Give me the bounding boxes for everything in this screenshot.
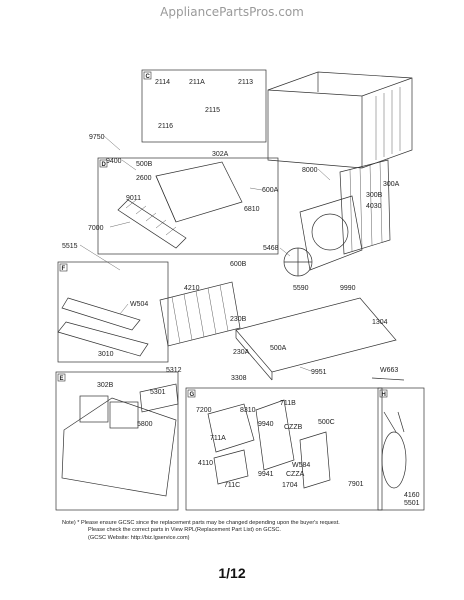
section-tags: C D F E G H [57,71,388,398]
part-label: 6810 [244,206,260,213]
section-f-box [57,261,169,363]
part-label: 7000 [88,225,104,232]
part-label: W584 [292,462,310,469]
part-label: 4030 [366,203,382,210]
part-label: 1704 [282,482,298,489]
part-label: 2600 [136,175,152,182]
part-label: 3010 [98,351,114,358]
part-label: 9951 [311,369,327,376]
part-label: 5501 [404,500,420,507]
part-label: 2116 [158,123,173,130]
section-tag-g: G [190,392,195,398]
part-label: 5312 [166,367,182,374]
part-label: 230A [233,349,250,356]
part-label: 5301 [150,389,166,396]
filter-part-lower [57,321,149,357]
part-label: 4210 [184,285,200,292]
part-label: 600A [262,187,279,194]
part-label: 2113 [238,79,253,86]
part-label: 211A [189,79,205,86]
part-label: 8310 [240,407,256,414]
section-h-box [377,387,425,511]
part-label: 2114 [155,79,170,86]
part-label: 5515 [62,243,78,250]
part-label: 711C [224,482,240,489]
part-label: 302A [212,151,229,158]
part-label: 500B [136,161,153,168]
replacement-note: Note) * Please ensure GCSC since the rep… [62,520,402,542]
part-label: 9941 [258,471,274,478]
part-label: 500C [318,419,335,426]
page-number: 1/12 [218,565,246,581]
capacitor-bracket [299,431,331,489]
section-e-box [55,371,179,511]
front-grille [61,397,177,497]
part-label: 8000 [302,167,318,174]
part-label: 7200 [196,407,212,414]
part-label: 300A [383,181,400,188]
section-tag-c: C [146,74,151,80]
part-label: 9750 [89,134,105,141]
part-label: 302B [97,382,114,389]
part-label: W663 [380,367,398,374]
section-c-box [141,69,267,143]
part-label: 5800 [137,421,153,428]
part-label: 2115 [205,107,220,114]
part-label: 9940 [258,421,274,428]
blower-wheel [117,199,187,249]
part-label: 7901 [348,481,364,488]
part-label: 9011 [126,195,141,202]
part-label: 5468 [263,245,279,252]
control-box [207,403,255,453]
blower-housing [155,161,243,223]
section-tag-d: D [102,162,107,168]
base-pan [235,297,397,373]
filter-part-upper [61,297,141,331]
section-d-box [97,157,279,255]
note-line: Please check the correct parts in View R… [88,527,281,534]
note-line: (GCSC Website: http://biz.lgservice.com) [88,534,190,541]
part-label: 5590 [293,285,309,292]
condenser-coil [339,159,391,255]
filter-right [109,401,139,429]
outer-case [267,71,413,169]
part-label: 9990 [340,285,356,292]
part-label: 500A [270,345,287,352]
part-label: 600B [230,261,247,268]
section-tag-f: F [62,266,66,272]
part-labels: 2114 211A 2113 2115 2116 9750 9400 500B … [62,79,420,507]
part-label: CZZA [286,471,305,478]
part-label: 9400 [106,158,122,165]
part-label: CZZB [284,424,303,431]
section-tag-h: H [382,392,386,398]
leader-lines [79,135,331,372]
part-label: 230B [230,316,247,323]
section-g-box [185,387,383,511]
part-label: 711A [210,435,226,442]
control-bracket [255,399,295,471]
part-label: 1304 [372,319,388,326]
section-tag-e: E [60,376,64,382]
watermark: AppliancePartsPros.com [160,5,304,19]
note-line: Note) * Please ensure GCSC since the rep… [62,520,340,526]
part-label: 4110 [198,460,213,467]
part-label: 711B [280,400,296,407]
grille-panel-5301 [139,383,179,413]
filter-left [79,395,109,423]
terminal-block [213,449,249,485]
part-label: 300B [366,192,383,199]
part-label: 4160 [404,492,420,499]
fan-shroud [299,195,363,271]
part-label: 3308 [231,375,247,382]
part-label: W504 [130,301,148,308]
compressor [381,431,407,489]
